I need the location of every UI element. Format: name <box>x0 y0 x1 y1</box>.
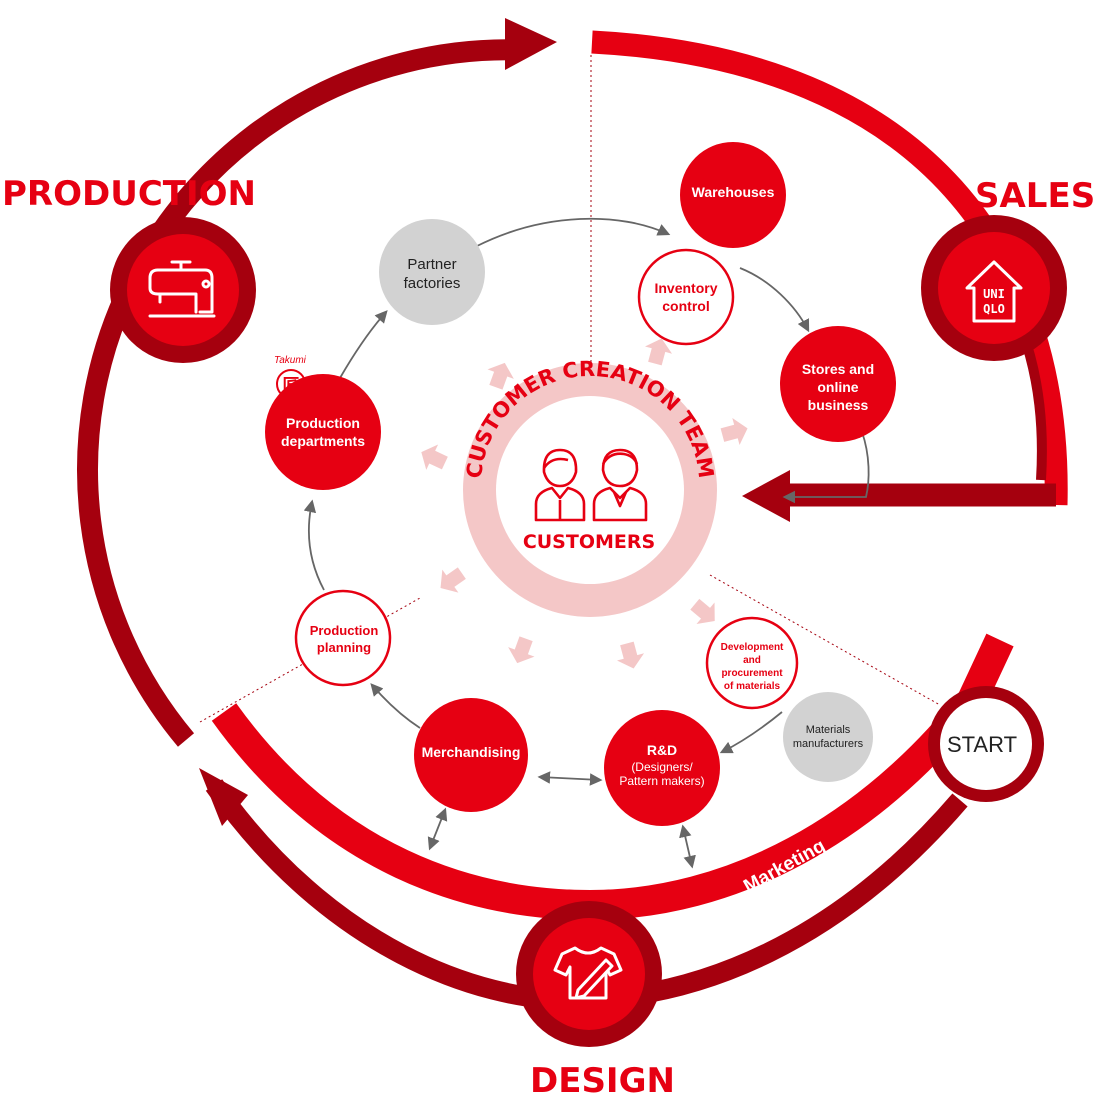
brand-logo-line1: UNI <box>983 287 1005 301</box>
tshirt-pencil-icon <box>553 946 623 1000</box>
svg-text:Partner: Partner <box>407 256 456 273</box>
connector-merch-marketing <box>427 807 448 851</box>
connector-rnd-marketing <box>679 824 696 869</box>
section-title-design: DESIGN <box>530 1061 675 1094</box>
start-node: START <box>928 686 1044 802</box>
brand-logo-line2: QLO <box>983 302 1005 316</box>
start-label: START <box>947 732 1017 757</box>
production-badge <box>110 217 256 363</box>
node-warehouses: Warehouses <box>680 142 786 248</box>
customer-couple-icon <box>534 448 648 522</box>
svg-text:planning: planning <box>317 640 371 655</box>
svg-text:(Designers/: (Designers/ <box>631 760 693 774</box>
sales-arc <box>591 30 1068 506</box>
svg-text:manufacturers: manufacturers <box>793 738 864 750</box>
takumi-label: Takumi <box>274 355 307 366</box>
connector-inventory-stores <box>739 267 810 333</box>
radiating-arrows <box>421 338 748 669</box>
section-title-sales: SALES <box>975 176 1093 216</box>
svg-text:online: online <box>817 379 858 395</box>
connector-development-rnd <box>719 711 783 754</box>
connector-production-partner <box>339 310 388 379</box>
node-stores-online: Stores and online business <box>780 326 896 442</box>
node-development-procurement: Development and procurement of materials <box>705 616 799 710</box>
node-partner-factories: Partner factories <box>379 219 485 325</box>
flow-connectors <box>303 217 870 869</box>
svg-text:business: business <box>808 397 869 413</box>
sales-badge: UNI QLO <box>921 215 1067 361</box>
node-merchandising: Merchandising <box>414 698 528 812</box>
node-warehouses-label: Warehouses <box>692 184 775 200</box>
connector-planning-production <box>303 499 325 591</box>
sewing-machine-icon <box>148 260 216 318</box>
node-inventory-control: Inventory control <box>637 248 735 346</box>
node-production-planning: Production planning <box>294 589 392 687</box>
svg-text:Merchandising: Merchandising <box>422 744 521 760</box>
node-production-departments: Production departments <box>265 374 381 490</box>
svg-text:of materials: of materials <box>724 681 781 692</box>
svg-text:Inventory: Inventory <box>654 280 717 296</box>
svg-text:control: control <box>662 298 709 314</box>
connector-merch-rnd <box>537 771 603 786</box>
section-title-production: PRODUCTION <box>2 174 256 214</box>
connector-merch-planning <box>370 683 421 729</box>
svg-text:Production: Production <box>286 415 360 431</box>
svg-text:Development: Development <box>721 642 784 653</box>
svg-text:and: and <box>743 655 761 666</box>
customers-label: CUSTOMERS <box>523 531 655 553</box>
svg-text:Materials: Materials <box>806 724 851 736</box>
svg-text:departments: departments <box>281 433 365 449</box>
svg-text:Production: Production <box>310 623 379 638</box>
svg-text:procurement: procurement <box>721 668 783 679</box>
customer-creation-team: CUSTOMER CREATION TEAM CUSTOMERS <box>462 357 718 617</box>
design-badge <box>516 901 662 1047</box>
connector-stores-center <box>782 431 870 504</box>
production-arrow-head <box>505 18 557 70</box>
node-rnd: R&D (Designers/ Pattern makers) <box>604 710 720 826</box>
node-materials-manufacturers: Materials manufacturers <box>783 692 873 782</box>
svg-text:Stores and: Stores and <box>802 361 874 377</box>
store-house-icon: UNI QLO <box>965 260 1023 323</box>
connector-partner-warehouses <box>476 217 671 247</box>
svg-text:factories: factories <box>404 275 461 292</box>
svg-text:Pattern makers): Pattern makers) <box>619 774 704 788</box>
svg-text:R&D: R&D <box>647 742 677 758</box>
